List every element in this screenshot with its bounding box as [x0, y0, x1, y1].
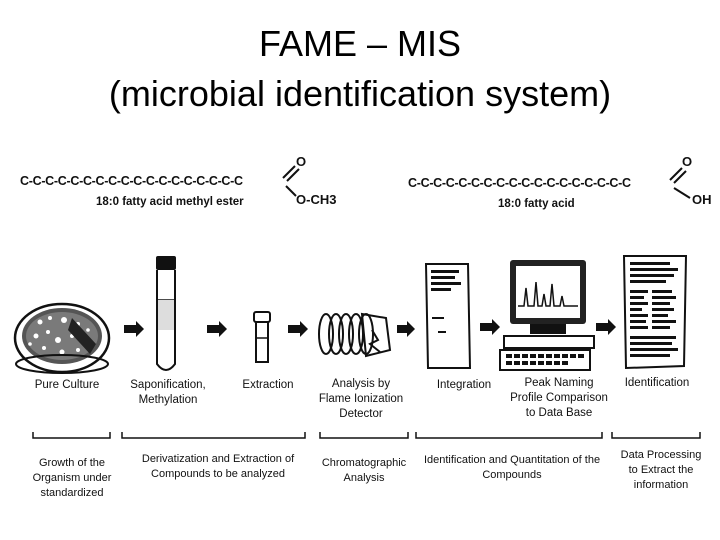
page-subtitle: (microbial identification system): [108, 73, 612, 114]
test-tube-icon: [156, 256, 176, 371]
acid-oxygen-label: O: [682, 154, 693, 169]
step-peak-naming-label: Peak Naming Profile Comparison to Data B…: [510, 377, 608, 419]
step-pure-culture-label: Pure Culture: [34, 379, 100, 391]
group-bracket: [32, 432, 701, 439]
ester-caption: 18:0 fatty acid methyl ester: [96, 196, 244, 208]
step-saponification-label: Saponification, Methylation: [130, 379, 206, 406]
computer-icon: [499, 260, 595, 371]
acid-carbonyl-bonds: [669, 167, 691, 199]
step-integration-label: Integration: [436, 379, 492, 391]
petri-dish-icon: [13, 302, 111, 374]
step-extraction-label: Extraction: [242, 379, 294, 391]
group-growth-label: Growth of the Organism under standardize…: [32, 457, 112, 499]
ester-methoxy-label: O-CH3: [296, 192, 337, 207]
ester-oxygen-label: O: [296, 154, 307, 169]
acid-caption: 18:0 fatty acid: [498, 198, 575, 210]
printout-icon: [424, 263, 472, 369]
gc-column-icon: [318, 312, 392, 358]
group-chromatographic-label: Chromatographic Analysis: [321, 457, 407, 484]
acid-hydroxyl-label: OH: [692, 192, 712, 207]
group-derivatization-label: Derivatization and Extraction of Compoun…: [141, 453, 295, 480]
vial-icon: [253, 311, 271, 363]
group-quantitation-label: Identification and Quantitation of the C…: [423, 454, 601, 481]
group-processing-label: Data Processing to Extract the informati…: [620, 449, 702, 491]
step-identification-label: Identification: [624, 377, 690, 389]
ester-carbonyl-bonds: [282, 165, 300, 197]
report-icon: [622, 255, 688, 370]
acid-carbon-chain: C-C-C-C-C-C-C-C-C-C-C-C-C-C-C-C-C-C: [408, 176, 631, 190]
step-analysis-label: Analysis by Flame Ionization Detector: [318, 378, 404, 420]
ester-carbon-chain: C-C-C-C-C-C-C-C-C-C-C-C-C-C-C-C-C-C: [20, 174, 243, 188]
arrow-icon: [124, 319, 616, 337]
page-title: FAME – MIS: [258, 23, 462, 64]
